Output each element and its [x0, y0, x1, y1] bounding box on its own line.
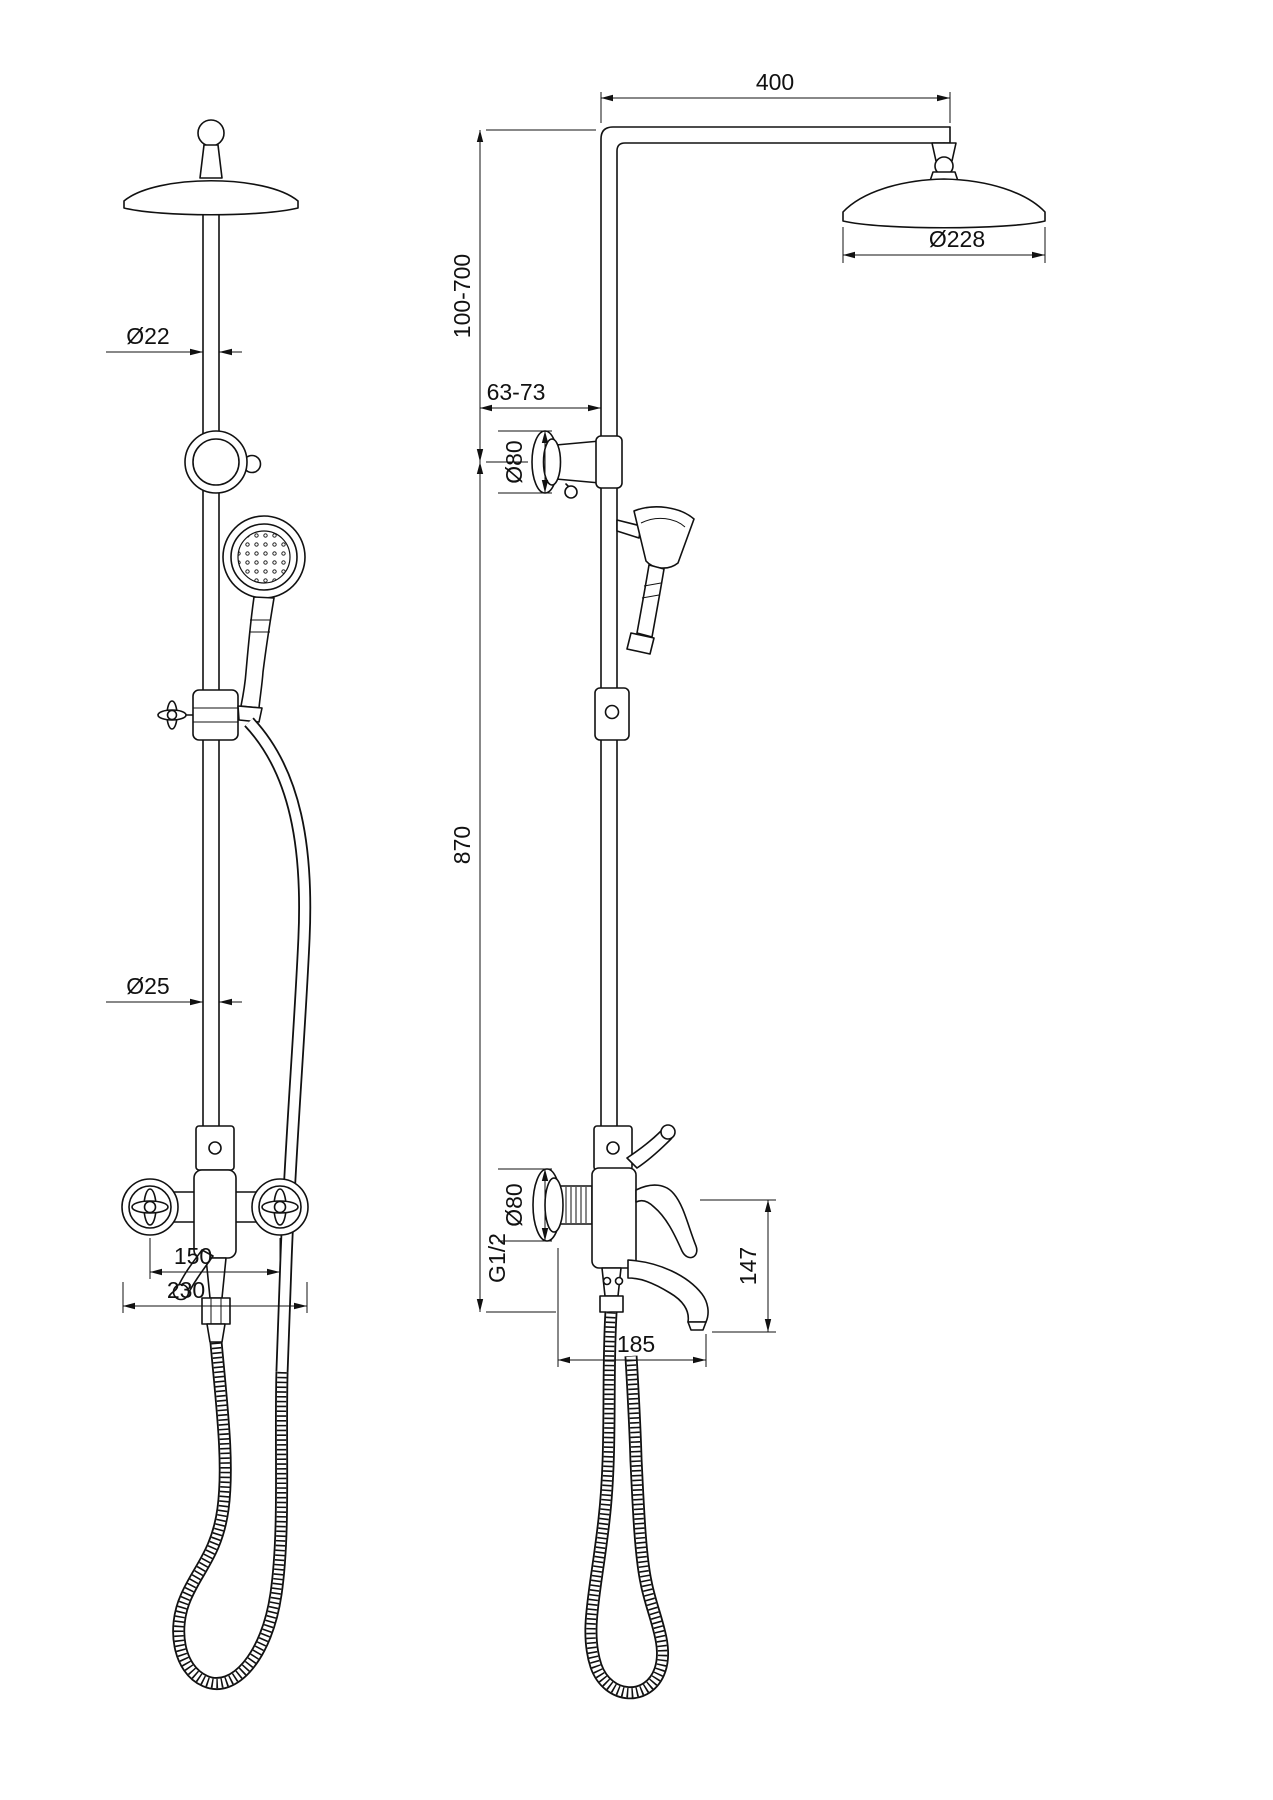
- slider-cross-knob-hub: [166, 709, 178, 721]
- handshower-head-rim-side: [640, 517, 686, 528]
- riser-pipe-front: [202, 204, 220, 1127]
- bracket-flange-inner-side: [542, 438, 562, 486]
- dim-label-arm-reach: 400: [756, 69, 794, 95]
- spout-aerator-side: [687, 1321, 707, 1331]
- side-view: [531, 126, 1046, 1700]
- dim-label-spout-height: 147: [735, 1247, 761, 1285]
- dim-label-wall-clearance: 63-73: [487, 379, 546, 405]
- mixer-connector-hole-side: [606, 1141, 620, 1155]
- handshower-nut-side: [626, 632, 655, 655]
- dim-label-pipe-upper-dia: Ø22: [126, 323, 169, 349]
- hose-side-inner: [586, 1311, 668, 1698]
- mixer-hose-nut-front: [201, 1297, 231, 1325]
- dim-label-valve-spacing: 150: [174, 1243, 212, 1269]
- mixer-lever-side: [635, 1184, 698, 1259]
- riser-outer-side: [600, 126, 951, 1127]
- handshower-handle-rings: [249, 619, 271, 633]
- mixer-nut-facets: [210, 1298, 222, 1324]
- showerhead-side: [842, 142, 1046, 229]
- spout-screw-left: [602, 1276, 612, 1286]
- mixer-lever-knob-front: [172, 1283, 190, 1301]
- slider-body-front: [192, 689, 239, 741]
- top-finial-neck: [199, 144, 223, 179]
- dim-label-head-dia: Ø228: [929, 226, 985, 252]
- mixer-connector-hole-front: [208, 1141, 222, 1155]
- mixer-hose-adapter-front: [206, 1323, 226, 1343]
- dim-label-body-width: 230: [167, 1277, 205, 1303]
- rain-head-dome-side: [842, 178, 1046, 229]
- handshower-front: [222, 515, 306, 723]
- bracket-knob-side: [564, 485, 578, 499]
- dim-label-escutcheon-dia: Ø80: [501, 1183, 527, 1226]
- handshower-holder-side: [616, 519, 642, 539]
- dim-label-height-range: 100-700: [449, 254, 475, 338]
- mixer-hose-nut-side: [599, 1295, 624, 1313]
- handshower-handle-rings-side: [641, 582, 662, 599]
- mixer-escutcheon-inner-side: [544, 1177, 564, 1233]
- dim-label-spout-reach: 185: [617, 1331, 655, 1357]
- front-view: [121, 119, 312, 1690]
- dimensions-front: Ø22 Ø25 150 230: [106, 323, 308, 1313]
- handshower-spray-face: [237, 530, 291, 584]
- slider-bands-front: [193, 707, 238, 723]
- dim-label-pipe-lower-dia: Ø25: [126, 973, 169, 999]
- ext-lines-spout-reach: [557, 1248, 707, 1367]
- riser-inner-side: [616, 142, 945, 1127]
- rain-head-dome-front: [123, 179, 299, 216]
- riser-pipe-front-lines: [202, 204, 220, 1127]
- top-finial-ball: [197, 119, 225, 147]
- dimensions-side: 400 Ø228 100-700 63-73 Ø80 870 Ø80 G1/2 …: [449, 69, 1046, 1367]
- dim-label-thread-size: G1/2: [484, 1233, 510, 1283]
- hose-loop-ribs: [174, 1341, 287, 1689]
- mixer-body-side: [591, 1167, 637, 1269]
- slider-screw-side: [604, 704, 620, 720]
- spout-screw-right: [614, 1276, 624, 1286]
- bracket-connector-side: [555, 440, 601, 484]
- right-cross-handle-hub: [273, 1200, 287, 1214]
- slider-clamp-side: [594, 687, 630, 741]
- wall-bracket-front: [184, 430, 262, 494]
- bracket-inner-ring-front: [192, 438, 240, 486]
- dim-label-bracket-dia: Ø80: [501, 440, 527, 483]
- handshower-hose-nut: [237, 705, 263, 723]
- diverter-knob-side: [660, 1124, 676, 1140]
- handshower-side: [616, 506, 695, 655]
- ext-lines-spout-height: [700, 1199, 776, 1333]
- dim-label-riser-height: 870: [449, 826, 475, 864]
- slider-clamp-front: [157, 689, 239, 741]
- left-cross-handle-hub: [143, 1200, 157, 1214]
- mixer-front: [121, 1125, 309, 1343]
- shower-hose-side: [584, 1311, 670, 1700]
- bracket-clamp-side: [595, 435, 623, 489]
- showerhead-front: [123, 119, 299, 216]
